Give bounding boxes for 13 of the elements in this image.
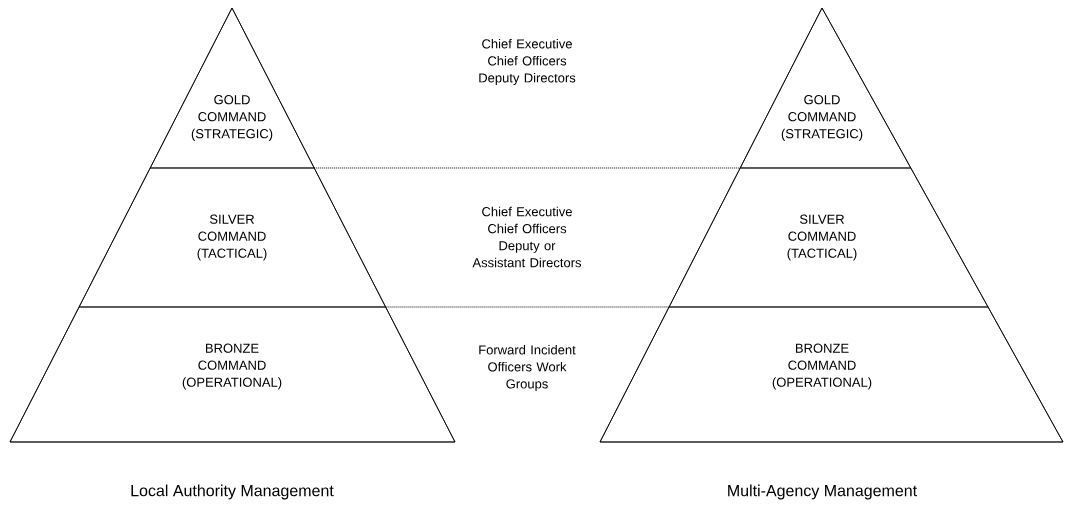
pyramid-tier: BRONZE COMMAND (OPERATIONAL)	[599, 306, 1064, 443]
role-list: Chief Executive Chief Officers Deputy or Assistant Directors	[472, 206, 582, 268]
pyramid-tier: BRONZE COMMAND (OPERATIONAL)	[9, 306, 456, 443]
pyramid-tier: GOLD COMMAND (STRATEGIC)	[739, 7, 912, 169]
dotted-line	[313, 167, 741, 169]
role-list: Forward Incident Officers Work Groups	[479, 344, 576, 392]
role-list: Chief Executive Chief Officers Deputy Directors	[479, 38, 576, 86]
pyramid-tier: SILVER COMMAND (TACTICAL)	[78, 167, 386, 308]
node-label: Multi-Agency Management	[728, 484, 917, 500]
dotted-line	[385, 306, 670, 308]
node-label: Local Authority Management	[131, 484, 334, 500]
pyramid-tier: SILVER COMMAND (TACTICAL)	[668, 167, 989, 308]
pyramid-tier: GOLD COMMAND (STRATEGIC)	[149, 7, 315, 169]
